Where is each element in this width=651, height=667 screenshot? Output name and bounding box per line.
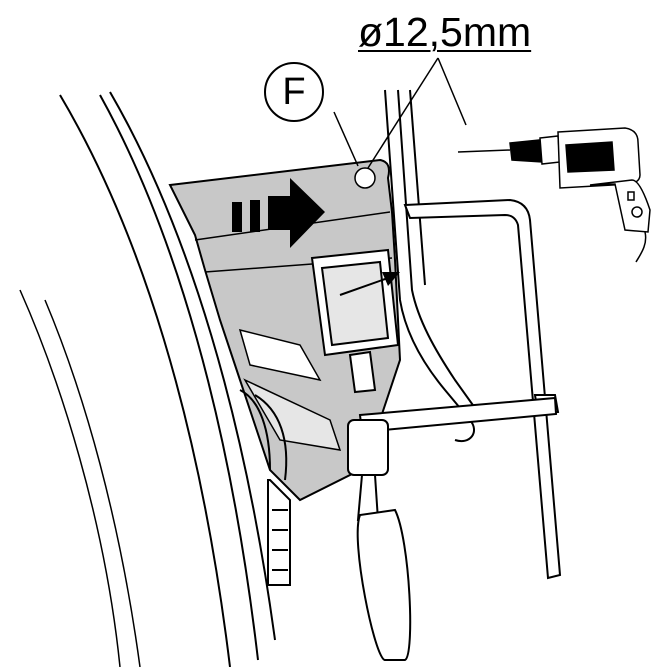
callout-circle (264, 62, 324, 122)
clamp-pressure-arrow (339, 272, 400, 296)
callout-letter: F (282, 71, 306, 113)
mounting-bracket (168, 158, 402, 502)
vertical-tube (384, 89, 481, 443)
curved-housing (19, 91, 276, 667)
dimension-leaders (333, 57, 467, 169)
clamp-icon (310, 198, 562, 661)
direction-arrow-icon (232, 178, 325, 248)
hole-diameter-label: ø12,5mm (358, 9, 532, 55)
drill-hole (354, 167, 376, 189)
drill-icon (457, 127, 651, 263)
lower-bracket (239, 389, 291, 586)
